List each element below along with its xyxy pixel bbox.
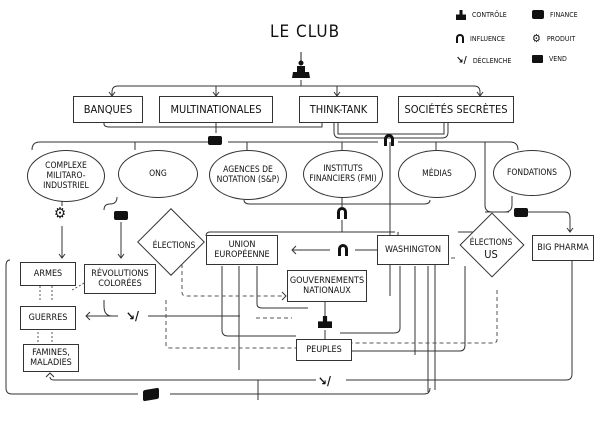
finance-icon	[532, 10, 544, 19]
node-banques: BANQUES	[73, 96, 143, 123]
trigger-icon: ↘/	[126, 309, 139, 323]
node-revolutions-colorees: RÉVOLUTIONS COLORÉES	[84, 264, 156, 294]
product-icon: ⚙	[532, 32, 541, 45]
node-multinationales: MULTINATIONALES	[159, 96, 273, 123]
trigger-icon: ↘/	[318, 374, 331, 388]
node-washington: WASHINGTON	[377, 235, 449, 265]
control-icon	[456, 10, 466, 20]
diagram-title: LE CLUB	[270, 22, 341, 42]
node-medias: MÉDIAS	[398, 150, 476, 198]
node-armes: ARMES	[20, 262, 76, 286]
node-elections: ÉLECTIONS	[152, 241, 196, 251]
influence-icon	[384, 134, 394, 146]
influence-icon	[338, 244, 348, 256]
finance-icon	[514, 208, 528, 217]
node-peuples: PEUPLES	[296, 339, 352, 361]
node-societes-secretes: SOCIÉTÉS SECRÈTES	[398, 96, 514, 123]
node-elections-us-label-1: ÉLECTIONS	[469, 238, 513, 248]
node-elections-us-label-2: US	[484, 248, 498, 261]
node-big-pharma: BIG PHARMA	[532, 235, 594, 261]
node-guerres: GUERRES	[20, 306, 76, 330]
legend-trigger: ↘/DÉCLENCHE	[456, 55, 512, 66]
finance-icon	[114, 211, 128, 220]
node-famines-maladies: FAMINES, MALADIES	[23, 344, 79, 372]
legend-sell: VEND	[532, 55, 567, 63]
sell-icon	[532, 55, 543, 63]
node-ong: ONG	[118, 150, 198, 198]
legend-influence: INFLUENCE	[456, 34, 505, 43]
finance-icon	[208, 136, 222, 145]
legend-product: ⚙PRODUIT	[532, 32, 576, 45]
product-icon: ⚙	[54, 204, 67, 222]
influence-icon	[337, 207, 347, 219]
node-gouvernements-nationaux: GOUVERNEMENTS NATIONAUX	[287, 270, 367, 302]
legend-finance: FINANCE	[532, 10, 578, 19]
influence-icon	[456, 34, 464, 43]
node-complexe-militaro-industriel: COMPLEXE MILITARO-INDUSTRIEL	[27, 150, 105, 202]
node-agences-de-notation: AGENCES DE NOTATION (S&P)	[209, 150, 287, 200]
trigger-icon: ↘/	[456, 55, 467, 66]
node-union-europeenne: UNION EUROPÉENNE	[206, 235, 278, 265]
legend-control: CONTRÔLE	[456, 10, 507, 20]
node-think-tank: THINK-TANK	[299, 96, 378, 123]
node-fondations: FONDATIONS	[493, 150, 571, 196]
node-instituts-financiers: INSTITUTS FINANCIERS (FMI)	[303, 150, 383, 198]
